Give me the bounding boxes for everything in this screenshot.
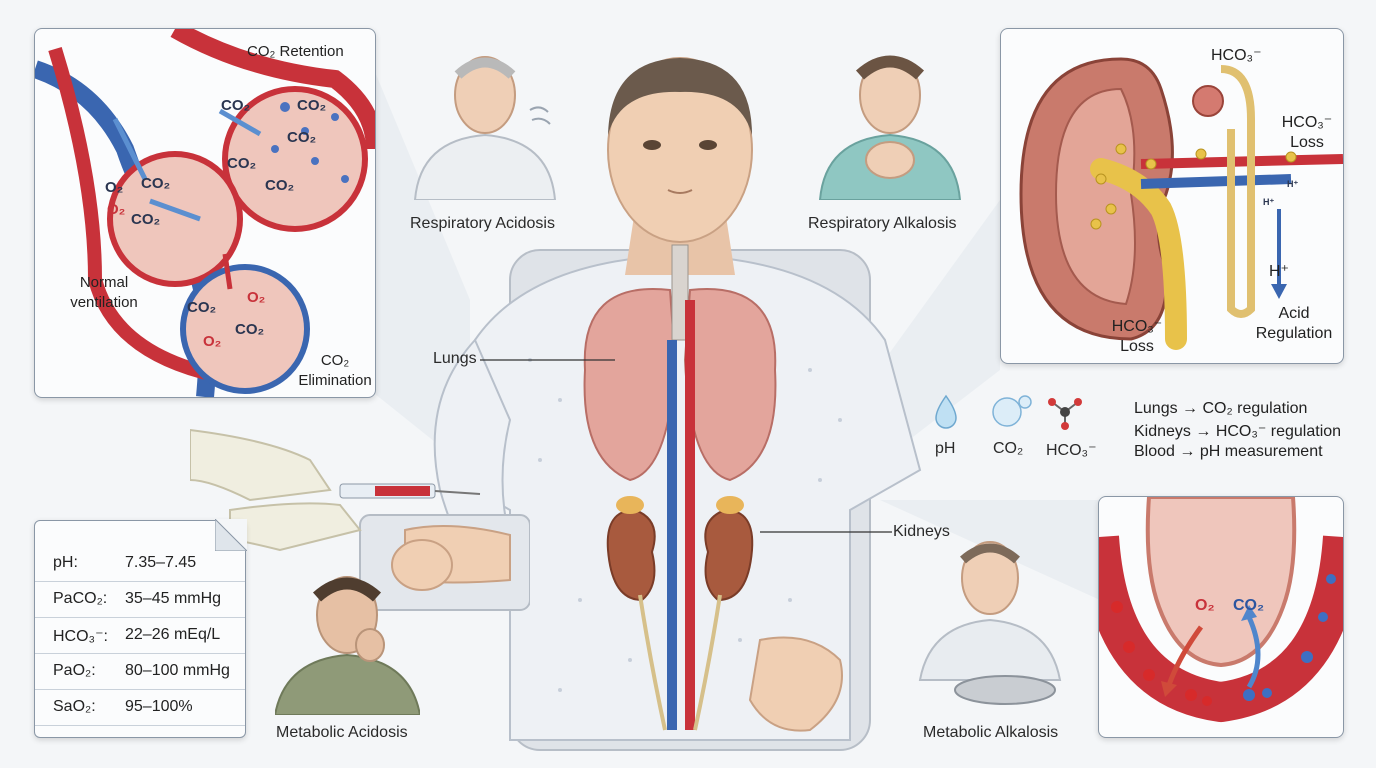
kidney-panel: HCO₃⁻ HCO₃⁻ Loss H⁺ H⁺ H⁺ Acid Regulatio… [1000,28,1344,364]
chemistry-icons [935,394,1082,430]
abg-row: SaO₂: 95–100% [35,689,245,726]
basin [954,675,1056,705]
gas-label: CO₂ [141,175,171,192]
abg-row: HCO₃⁻: 22–26 mEq/L [35,617,245,654]
gas-label: CO₂ [265,177,295,194]
kidney-illustration [1019,57,1343,350]
respiratory-acidosis-caption: Respiratory Acidosis [410,215,555,232]
patient-hand [748,636,843,732]
patient-hair [608,58,752,135]
capillary-illustration [1099,497,1343,723]
legend-blood: Blood → pH measurement [1134,443,1323,460]
gas-label: O₂ [203,333,222,350]
abg-value: 35–45 mmHg [125,590,222,607]
capillary-co2-label: CO₂ [1233,597,1265,614]
abg-value: 95–100% [125,698,193,715]
patient-illustration [433,57,922,751]
legend-lungs: Lungs → CO₂ regulation [1134,400,1308,417]
abg-values-card: pH: 7.35–7.45 PaCO₂: 35–45 mmHg HCO₃⁻: 2… [34,519,247,738]
h-plus-small-label: H⁺ [1287,179,1299,189]
gas-label: CO₂ [187,299,217,316]
gas-label: CO₂ [227,155,257,172]
gas-label: O₂ [107,201,126,218]
co2-icon-label: CO₂ [993,440,1024,457]
respiratory-alkalosis-figure [818,55,962,200]
alveoli-panel: CO₂ Retention Normal ventilation CO₂ Eli… [34,28,376,398]
gas-label: O₂ [247,289,266,306]
glove-upper [190,428,332,502]
abg-value: 22–26 mEq/L [125,626,221,643]
droplet-icon [935,394,957,429]
abg-key: PaCO₂: [53,590,108,607]
capillary-o2-label: O₂ [1195,597,1215,614]
acid-regulation-label: Acid Regulation [1255,305,1333,342]
hco3-icon-label: HCO₃⁻ [1046,442,1097,459]
molecule-icon [1048,398,1082,430]
h-plus-small-label: H⁺ [1263,197,1275,207]
gas-label: CO₂ [131,211,161,228]
co2-retention-label: CO₂ Retention [247,43,344,60]
h-plus-label: H⁺ [1269,263,1289,280]
right-lung [683,288,777,482]
abg-row: PaO₂: 80–100 mmHg [35,653,245,690]
kidneys-leader-line [760,531,892,533]
co2-elimination-label: CO₂ Elimination [298,352,372,389]
gas-label: CO₂ [297,97,327,114]
metabolic-alkalosis-figure [918,541,1062,705]
abg-value: 7.35–7.45 [125,554,197,571]
blood-draw-illustration [190,428,530,611]
lungs-leader-line [480,359,615,361]
normal-ventilation-label: Normal ventilation [70,274,138,311]
respiratory-alkalosis-caption: Respiratory Alkalosis [808,215,957,232]
metabolic-acidosis-figure [275,576,420,715]
trachea [671,244,689,341]
abg-value: 80–100 mmHg [125,662,230,679]
respiratory-acidosis-figure [413,56,557,200]
gas-label: O₂ [105,179,124,196]
abg-key: SaO₂: [53,698,96,715]
legend-kidneys: Kidneys → HCO₃⁻ regulation [1134,423,1342,440]
metabolic-acidosis-caption: Metabolic Acidosis [276,724,408,741]
bubble-icon [992,397,1022,427]
gas-label: CO₂ [287,129,317,146]
gas-label: CO₂ [235,321,265,338]
abg-key: pH: [53,554,78,571]
lungs-label: Lungs [433,350,477,367]
hco3-top-label: HCO₃⁻ [1211,47,1262,64]
gas-label: CO₂ [221,97,251,114]
hco3-loss-bottom-label: HCO₃⁻ Loss [1111,318,1163,355]
page-fold-icon [215,519,247,551]
glove-lower [229,502,362,552]
metabolic-alkalosis-caption: Metabolic Alkalosis [923,724,1059,741]
abg-key: PaO₂: [53,662,96,679]
left-lung [583,288,677,482]
abg-row: pH: 7.35–7.45 [35,545,245,582]
kidneys-label: Kidneys [893,523,950,540]
alveoli-illustration [35,29,375,397]
ph-icon-label: pH [935,440,956,457]
abg-row: PaCO₂: 35–45 mmHg [35,581,245,618]
abg-key: HCO₃⁻: [53,628,108,645]
hco3-loss-right-label: HCO₃⁻ Loss [1281,114,1333,151]
capillary-panel: O₂ CO₂ [1098,496,1344,738]
